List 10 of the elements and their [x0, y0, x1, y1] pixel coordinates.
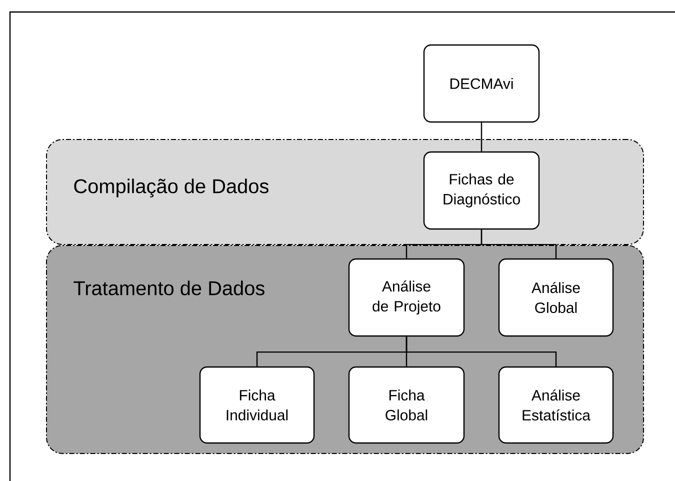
connector-line — [480, 122, 482, 152]
connector-line — [406, 336, 557, 366]
connector-line — [480, 230, 557, 258]
process-box: Análise Global — [498, 258, 614, 337]
process-box: Fichas de Diagnóstico — [423, 151, 540, 230]
process-box: Ficha Individual — [199, 366, 315, 444]
process-box: Ficha Global — [348, 366, 465, 444]
process-box: DECMAvi — [423, 44, 540, 123]
process-box: Análise Estatística — [498, 366, 614, 444]
process-box: Análise de Projeto — [348, 258, 465, 337]
